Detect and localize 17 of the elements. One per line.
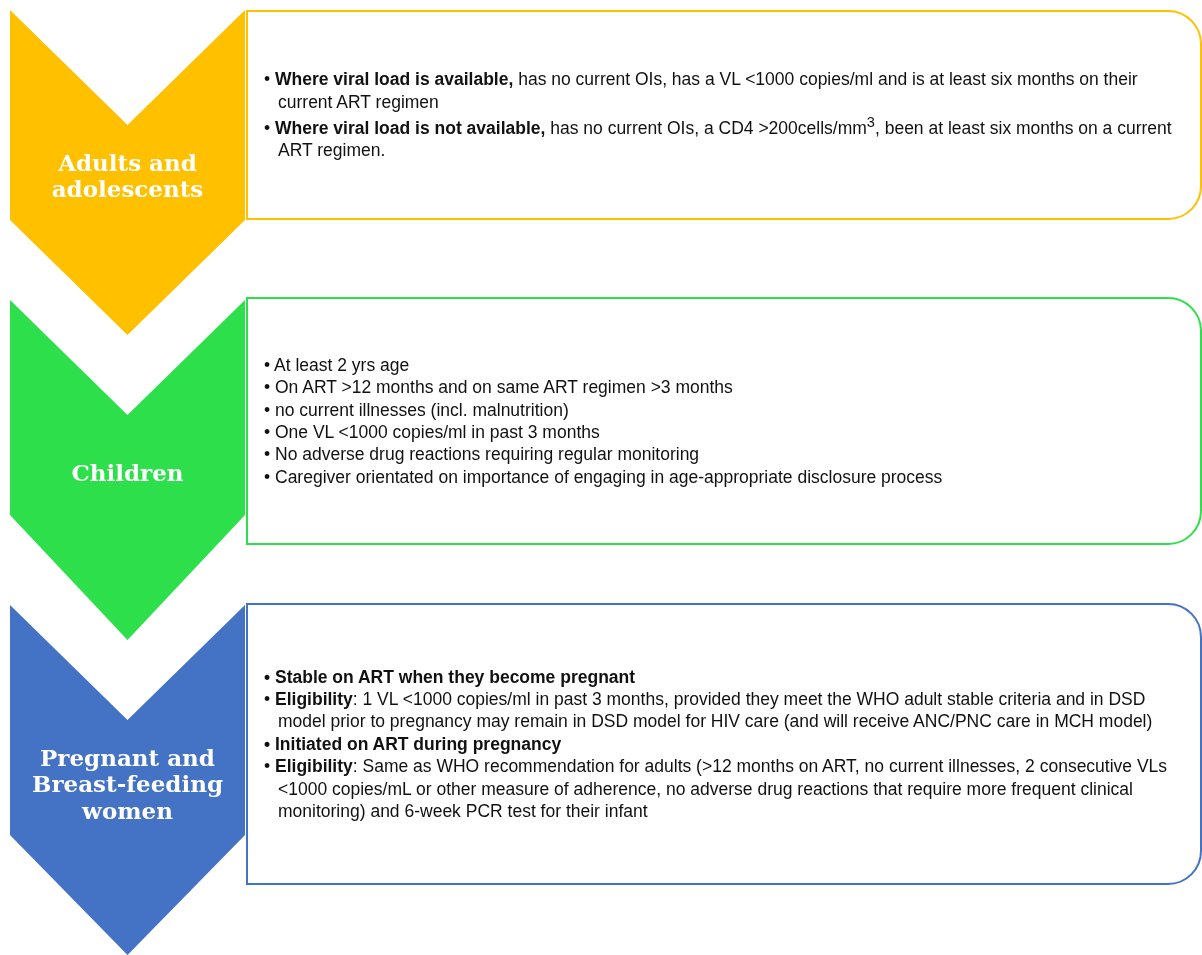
bullet-text: • Stable on ART when they become pregnant xyxy=(264,665,637,688)
bullet-text: • One VL <1000 copies/ml in past 3 months xyxy=(264,421,601,444)
bullet-text: • Where viral load is not available, has no current OIs, a CD4 >200cells/mm$^{3}$, been at least six months on a current ART regimen. xyxy=(264,113,1173,162)
bullet-text: • On ART >12 months and on same ART regimen >3 months xyxy=(264,376,734,399)
criteria-panel xyxy=(246,297,1202,545)
bullet-text: • Eligibility: Same as WHO recommendation for adults (>12 months on ART, no current illnesses, 2 consecutive VLs <1000 copies/mL or other measure of adherence, no adverse drug reactions that require more frequent clinical monitoring) and 6-week PCR test for their infant xyxy=(264,755,1169,823)
group-label: Adults and adolescents xyxy=(50,150,205,203)
criteria-panel xyxy=(246,603,1202,885)
bullet-text: • Caregiver orientated on importance of engaging in age-appropriate disclosure process xyxy=(264,465,944,489)
bullet-text: • No adverse drug reactions requiring regular monitoring xyxy=(264,443,701,466)
bullet-text: • Initiated on ART during pregnancy xyxy=(264,732,563,756)
group-label: Pregnant and Breast-feeding women xyxy=(31,745,224,825)
group-label: Children xyxy=(70,460,185,487)
bullet-text: • Eligibility: 1 VL <1000 copies/ml in past 3 months, provided they meet the WHO adult stable criteria and in DSD model prior to pregnancy may remain in DSD model for HIV care (and will receive ANC/PNC care in MCH model) xyxy=(264,688,1154,733)
bullet-text: • no current illnesses (incl. malnutrition) xyxy=(264,398,570,421)
criteria-panel xyxy=(246,10,1202,220)
bullet-text: • At least 2 yrs age xyxy=(264,353,411,377)
